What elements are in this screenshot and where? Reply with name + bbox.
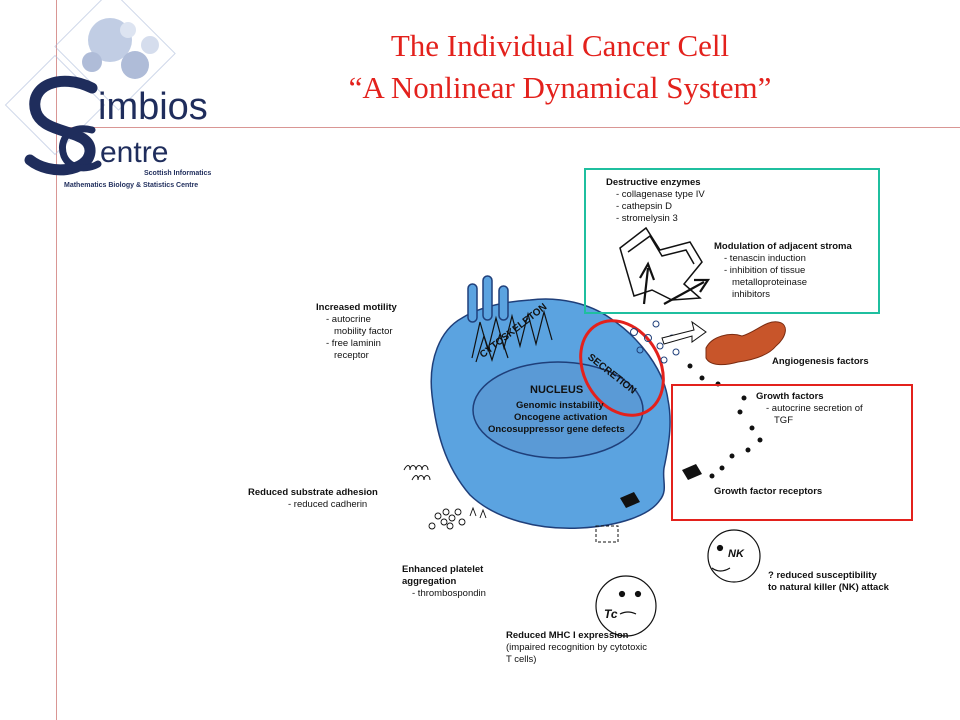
nk-label: ? reduced susceptibility to natural kill… xyxy=(768,570,889,593)
destructive-enzymes-box xyxy=(584,168,880,314)
stroma-label: Modulation of adjacent stroma - tenascin… xyxy=(714,241,852,300)
stroma-graphic xyxy=(619,226,711,305)
destructive-enzymes-label: Destructive enzymes - collagenase type I… xyxy=(606,177,705,224)
growth-factor-receptors-label: Growth factor receptors xyxy=(714,486,823,497)
tc-badge: Tc xyxy=(604,607,618,621)
nucleus-label: NUCLEUS xyxy=(530,384,584,396)
nucleus-item-1: Genomic instability xyxy=(516,400,604,411)
simbios-logo: imbios entre Scottish Informatics Mathem… xyxy=(0,0,230,205)
adhesion-coils xyxy=(403,465,431,481)
adhesion-label: Reduced substrate adhesion - reduced cad… xyxy=(248,487,378,510)
growth-factor-particles xyxy=(687,363,763,479)
page-title-line-2: “A Nonlinear Dynamical System” xyxy=(348,70,772,105)
logo-subtitle-1: Scottish Informatics xyxy=(144,170,212,177)
logo-graphic xyxy=(4,0,176,176)
nucleus xyxy=(472,361,644,459)
motility-label: Increased motility - autocrine mobility … xyxy=(316,302,397,361)
vertical-rule xyxy=(56,0,57,720)
receptor-shapes xyxy=(595,464,702,543)
secretion-vesicles xyxy=(630,320,680,364)
nk-cell xyxy=(707,529,761,583)
nk-badge: NK xyxy=(728,548,744,560)
blood-vessel xyxy=(705,321,786,366)
growth-factors-box xyxy=(671,384,913,521)
cytoskeleton-filaments xyxy=(471,309,553,363)
growth-factors-label: Growth factors - autocrine secretion of … xyxy=(756,391,863,426)
page-title-line-1: The Individual Cancer Cell xyxy=(390,28,730,63)
mhc-label: Reduced MHC I expression (impaired recog… xyxy=(506,630,647,665)
logo-subtitle-2: Mathematics Biology & Statistics Centre xyxy=(64,182,199,189)
secretion-arrow xyxy=(661,320,707,345)
nucleus-item-3: Oncosuppressor gene defects xyxy=(488,424,625,435)
logo-entre-text: entre xyxy=(100,136,169,169)
nucleus-item-2: Oncogene activation xyxy=(514,412,608,423)
angiogenesis-label: Angiogenesis factors xyxy=(772,356,869,367)
motility-protrusions xyxy=(467,275,509,323)
logo-imbios-text: imbios xyxy=(98,86,208,128)
horizontal-rule xyxy=(56,127,960,128)
tc-cell xyxy=(595,575,657,637)
platelet-cluster xyxy=(428,506,487,530)
platelet-label: Enhanced platelet aggregation - thrombos… xyxy=(402,564,486,599)
secretion-highlight xyxy=(579,319,665,417)
